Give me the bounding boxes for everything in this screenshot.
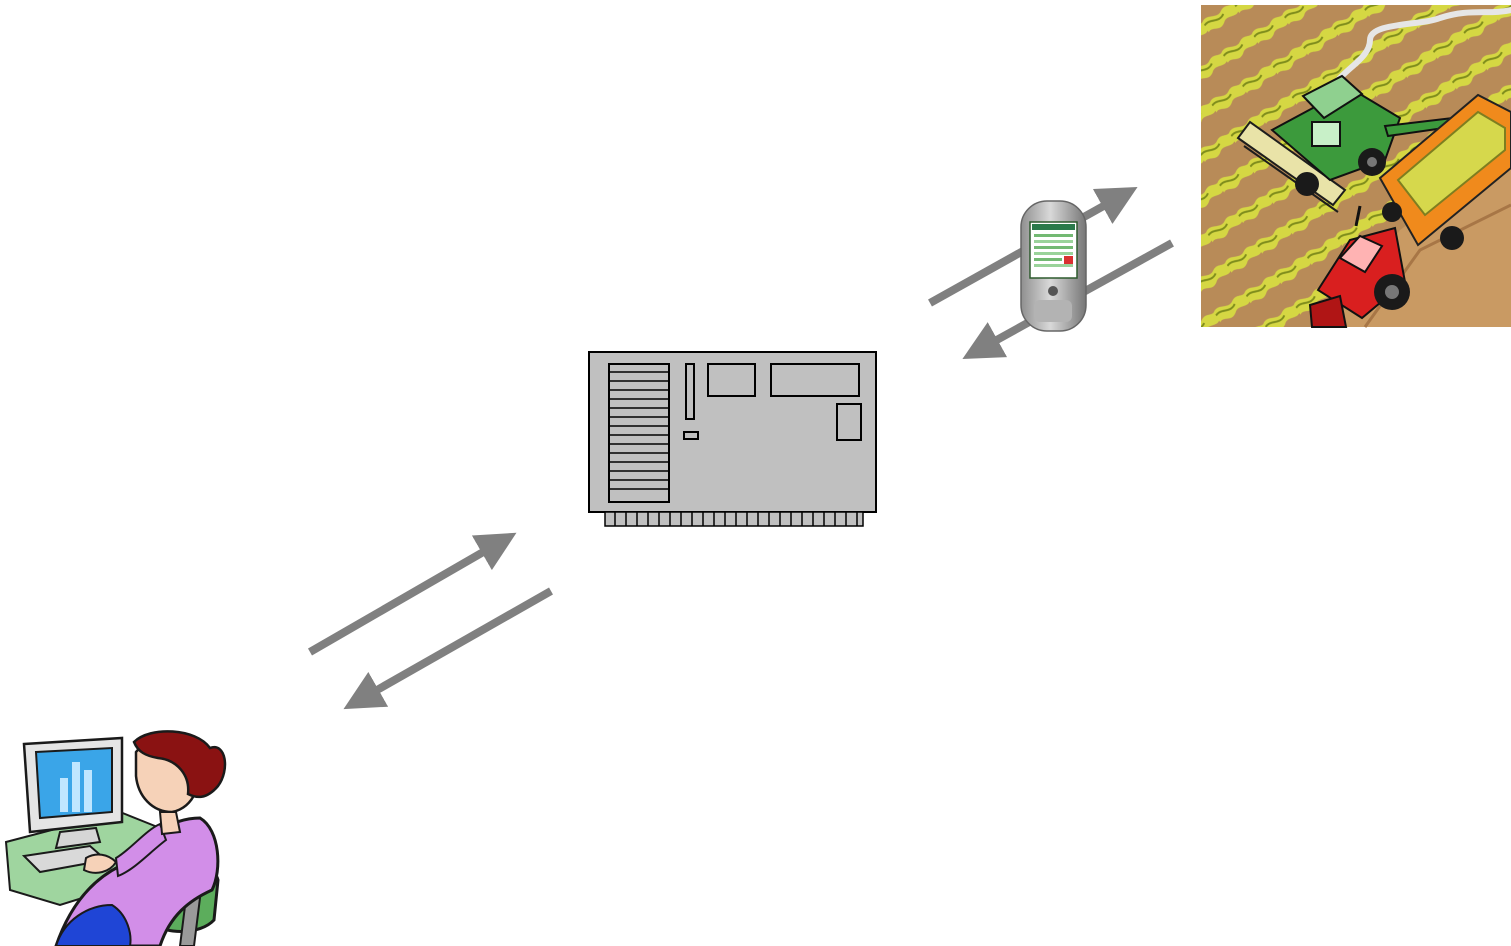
server-led	[684, 432, 698, 439]
mobile-phone-icon	[1021, 201, 1086, 331]
woman-at-computer-clipart	[6, 731, 225, 946]
server-drive-bay-2	[771, 364, 859, 396]
server-vent	[609, 364, 669, 502]
harvester-and-tractors-clipart	[1201, 5, 1511, 327]
server-drive-bay-1	[708, 364, 755, 396]
server-panel	[837, 404, 861, 440]
server-icon	[589, 352, 876, 526]
server-slot-narrow	[686, 364, 694, 419]
